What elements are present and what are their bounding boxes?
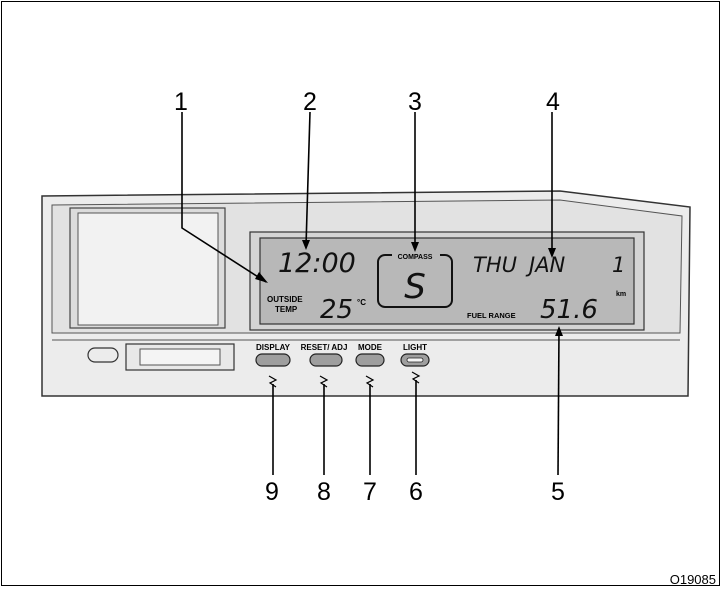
- mode-button-label: MODE: [358, 343, 383, 352]
- callout-5: 5: [551, 478, 565, 506]
- callout-4: 4: [546, 88, 560, 116]
- zigzag-7: [365, 375, 375, 388]
- temp-unit: °C: [357, 298, 366, 307]
- compass-label: COMPASS: [398, 254, 433, 261]
- callout-2: 2: [303, 88, 317, 116]
- outside-temp-readout: 25: [320, 295, 353, 325]
- zigzag-6: [411, 371, 421, 384]
- day-readout: THU: [473, 253, 517, 277]
- arrowhead-1: [255, 272, 268, 283]
- light-button-label: LIGHT: [403, 343, 427, 352]
- slot-inner: [139, 348, 221, 366]
- light-button-indicator: [406, 357, 424, 363]
- reset-adj-button[interactable]: [309, 353, 343, 367]
- arrowhead-2: [302, 240, 310, 250]
- callout-6: 6: [409, 478, 423, 506]
- display-button[interactable]: [255, 353, 291, 367]
- zigzag-9: [268, 375, 278, 388]
- left-screen: [77, 212, 219, 326]
- display-button-label: DISPLAY: [256, 343, 291, 352]
- month-readout: JAN: [525, 253, 566, 277]
- compass-label-bg: [392, 251, 440, 261]
- leader-arrowheads: [255, 240, 563, 336]
- leader-zigzags: [268, 371, 421, 388]
- arrowhead-5: [555, 326, 563, 336]
- figure-id: O19085: [670, 572, 716, 587]
- leader-line-5: [557, 329, 560, 476]
- small-oval-button[interactable]: [87, 347, 119, 363]
- callout-9: 9: [265, 478, 279, 506]
- lcd-screen: [259, 237, 635, 325]
- mode-button[interactable]: [355, 353, 385, 367]
- arrowhead-3: [411, 242, 419, 252]
- compass-heading: S: [404, 267, 426, 307]
- arrowhead-4: [548, 248, 556, 258]
- reset-adj-button-label: RESET/ ADJ: [301, 343, 348, 352]
- leader-line-2: [305, 111, 311, 247]
- outside-temp-label-line1: OUTSIDE: [267, 295, 303, 304]
- date-readout: 1: [612, 253, 625, 277]
- zigzag-8: [319, 375, 329, 388]
- km-unit: km: [616, 291, 626, 298]
- callout-3: 3: [408, 88, 422, 116]
- outside-temp-label-line2: TEMP: [275, 305, 298, 314]
- leader-line-1: [181, 112, 267, 283]
- fuel-range-readout: 51.6: [540, 295, 598, 325]
- clock-readout: 12:00: [278, 248, 356, 279]
- leader-lines: [181, 111, 560, 476]
- callout-1: 1: [174, 88, 188, 116]
- callout-8: 8: [317, 478, 331, 506]
- callout-7: 7: [363, 478, 377, 506]
- fuel-range-label: FUEL RANGE: [467, 311, 516, 320]
